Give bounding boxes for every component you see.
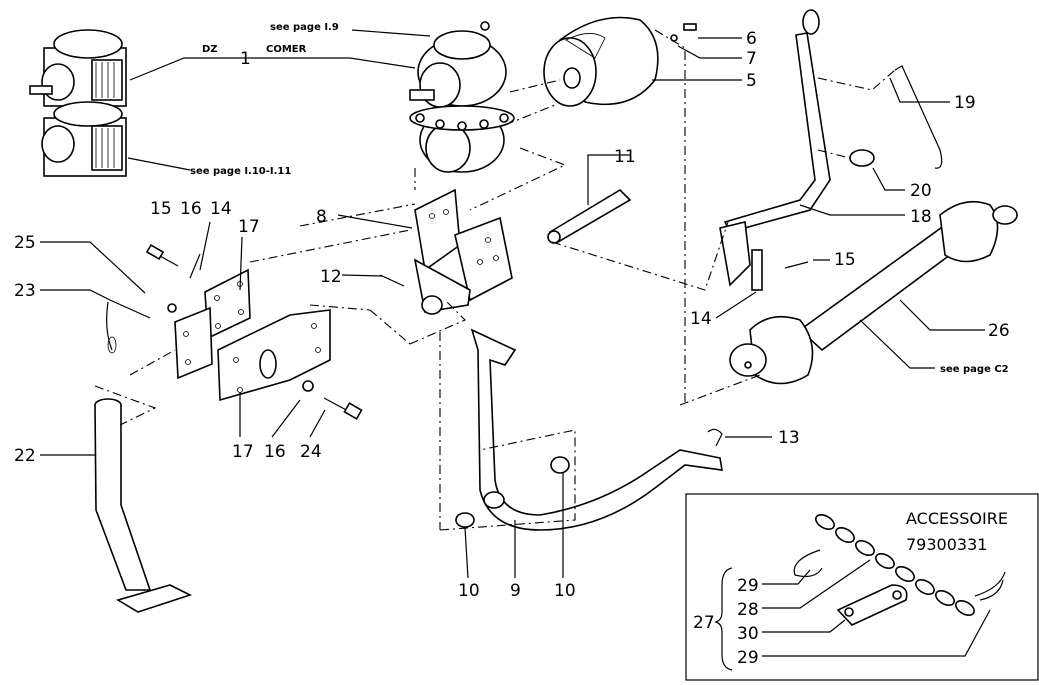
- plate-part-25-small: [174, 306, 213, 380]
- callout-18: 18: [910, 207, 932, 227]
- label-comer: COMER: [266, 44, 307, 55]
- callout-7: 7: [746, 49, 757, 69]
- bolt-part-12: [379, 274, 405, 287]
- lever-part-9: [455, 328, 723, 531]
- accessory-code: 79300331: [906, 535, 987, 554]
- note-see-page-c2: see page C2: [940, 364, 1009, 375]
- callout-13: 13: [778, 428, 800, 448]
- bolt-part-24: [323, 397, 363, 420]
- stand-part-22: [94, 398, 193, 613]
- callout-10-left: 10: [458, 581, 480, 601]
- callout-25: 25: [14, 233, 36, 253]
- note-see-page-l9: see page I.9: [270, 22, 339, 33]
- plate-part-17-lower: [217, 309, 331, 402]
- callout-9: 9: [510, 581, 521, 601]
- knob-part-20: [849, 149, 875, 167]
- callout-16-upper: 16: [180, 199, 202, 219]
- bolt-part-15-left: [145, 243, 179, 267]
- hook-part-29-right: [974, 571, 1006, 601]
- plate-part-17-upper: [204, 268, 251, 340]
- callout-12: 12: [320, 267, 342, 287]
- callout-labels: see page I.9 DZ COMER see page I.10-I.11…: [14, 22, 1010, 601]
- label-dz: DZ: [202, 44, 218, 55]
- callout-26: 26: [988, 321, 1010, 341]
- chain-part-28: [815, 513, 975, 617]
- callout-11: 11: [614, 147, 636, 167]
- spring-part-19: [894, 65, 943, 169]
- callout-17-upper: 17: [238, 217, 260, 237]
- gearbox-dz-upper: [29, 29, 127, 107]
- accessory-title: ACCESSOIRE: [906, 509, 1008, 528]
- clip-part-13: [707, 428, 723, 447]
- callout-24: 24: [300, 442, 322, 462]
- assembly-dash-lines: [94, 29, 896, 531]
- callout-23: 23: [14, 281, 36, 301]
- callout-16-lower: 16: [264, 442, 286, 462]
- callout-22: 22: [14, 446, 36, 466]
- callout-29-upper: 29: [737, 576, 759, 596]
- callout-17-lower: 17: [232, 442, 254, 462]
- callout-6: 6: [746, 29, 757, 49]
- bracket-part-8: [413, 188, 513, 315]
- callout-14-left: 14: [210, 199, 232, 219]
- washer-part-16: [167, 303, 314, 392]
- leader-lines: [40, 29, 985, 579]
- hook-part-29-left: [793, 549, 823, 578]
- callout-30: 30: [737, 624, 759, 644]
- callout-15-right: 15: [834, 250, 856, 270]
- cover-part-5: [543, 16, 697, 107]
- bolt-part-15-right: [784, 261, 809, 269]
- gearbox-dz-lower: [41, 101, 127, 177]
- pin-part-23: [106, 299, 151, 354]
- callout-14-right: 14: [690, 309, 712, 329]
- accessory-box: ACCESSOIRE 79300331 29: [685, 493, 1039, 681]
- callout-29-lower: 29: [737, 648, 759, 668]
- callout-5: 5: [746, 71, 757, 91]
- handle-part-18: [719, 9, 831, 291]
- plate-part-30: [836, 584, 908, 626]
- callout-28: 28: [737, 600, 759, 620]
- callout-10-right: 10: [554, 581, 576, 601]
- callout-15-left: 15: [150, 199, 172, 219]
- callout-27: 27: [693, 613, 715, 633]
- pto-shaft-part-26: [729, 200, 1018, 385]
- callout-20: 20: [910, 181, 932, 201]
- callout-8: 8: [316, 207, 327, 227]
- callout-1: 1: [240, 49, 251, 69]
- note-see-page-l10: see page I.10-I.11: [190, 166, 291, 177]
- callout-19: 19: [954, 93, 976, 113]
- pin-part-11: [547, 188, 632, 244]
- gearbox-comer: [409, 21, 515, 173]
